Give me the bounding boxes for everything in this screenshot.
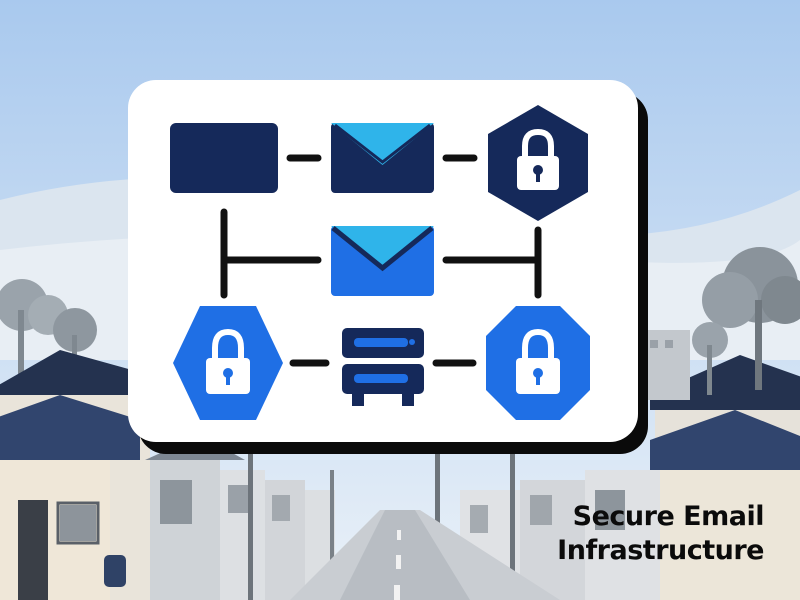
envelope-icon: [331, 123, 434, 193]
caption-line-2: Infrastructure: [557, 535, 764, 566]
diagram-card: [128, 80, 638, 442]
lock-icon: [486, 306, 590, 420]
network-diagram: [170, 105, 590, 420]
navy-rectangle-box: [170, 123, 278, 193]
caption-line-1: Secure Email: [572, 501, 765, 532]
caption-title: Secure Email Infrastructure: [504, 500, 764, 568]
connector-lines: [220, 154, 542, 367]
envelope-icon: [331, 226, 434, 296]
server-icon: [342, 328, 424, 406]
lock-icon: [488, 105, 588, 221]
lock-icon: [173, 306, 283, 420]
